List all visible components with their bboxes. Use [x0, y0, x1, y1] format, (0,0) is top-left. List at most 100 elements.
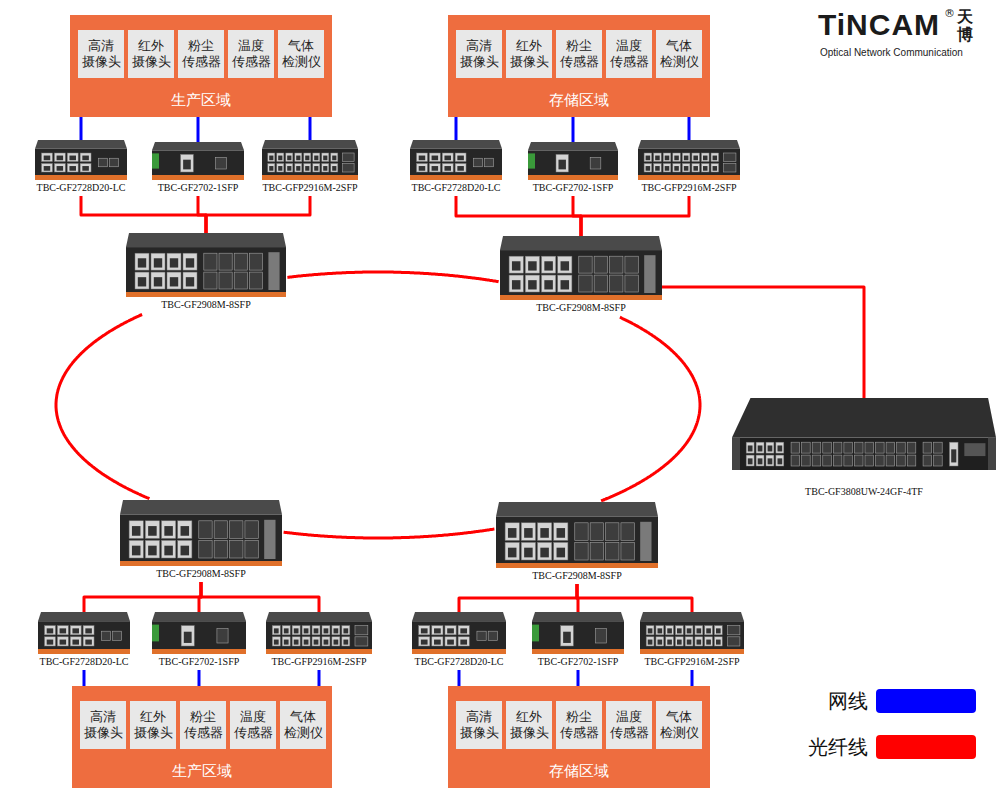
- orange-trim: [126, 292, 286, 297]
- rj45-port: [692, 164, 700, 173]
- rj45-port: [538, 523, 552, 541]
- rj45-socket: [951, 449, 956, 462]
- rj45-socket: [294, 628, 299, 633]
- rj45-socket: [154, 258, 162, 267]
- legend-text: 光纤线: [808, 734, 868, 760]
- sfp-slot: [854, 442, 863, 453]
- region-panel: 存储区域高清 摄像头红外 摄像头粉尘 传感器温度 传感器气体 检测仪: [448, 15, 710, 117]
- rj45-socket: [269, 156, 273, 161]
- device-box: 红外 摄像头: [128, 30, 174, 78]
- rj45-socket: [561, 261, 570, 270]
- rj45-port: [646, 637, 654, 646]
- orange-trim: [638, 175, 740, 180]
- rj45-port: [322, 164, 329, 173]
- ethernet-cable: [80, 117, 83, 140]
- rj45-socket: [758, 445, 763, 451]
- device-label: 温度 传感器: [232, 709, 274, 742]
- fiber-cable: [201, 582, 319, 612]
- rj45-port: [442, 153, 453, 162]
- rj45-port: [145, 521, 159, 539]
- rj45-port: [181, 154, 194, 172]
- model-label: TBC-GF2702-1SFP: [538, 655, 619, 669]
- rj45-port: [558, 256, 572, 273]
- switch-top: [35, 140, 127, 149]
- model-label: TBC-GF2908M-8SFP: [161, 298, 250, 312]
- switch-image: [500, 236, 662, 300]
- rj45-port: [129, 540, 143, 558]
- orange-trim: [152, 649, 246, 654]
- switch-image: [732, 398, 996, 470]
- rj45-port: [67, 153, 78, 162]
- rj45-port: [554, 542, 568, 560]
- rj45-socket: [544, 280, 553, 289]
- rj45-socket: [269, 166, 273, 171]
- rj45-socket: [44, 156, 51, 161]
- sfp-slot: [934, 442, 943, 453]
- rj45-socket: [561, 280, 570, 289]
- rj45-port: [322, 153, 329, 162]
- rj45-socket: [148, 546, 157, 556]
- rj45-socket: [85, 628, 92, 633]
- rj45-port: [178, 521, 192, 539]
- rj45-port: [673, 153, 681, 162]
- rj45-port: [654, 153, 662, 162]
- side-label-plate: [264, 520, 275, 559]
- sfp-slot: [477, 631, 486, 640]
- rj45-socket: [512, 261, 521, 270]
- rj45-port: [70, 637, 81, 646]
- sfp-slot: [245, 540, 258, 558]
- switch-top: [640, 612, 744, 621]
- switch-top: [262, 140, 358, 149]
- switch-top: [120, 500, 282, 515]
- rj45-port: [419, 637, 430, 646]
- rj45-port: [342, 626, 350, 635]
- switch-top: [732, 398, 996, 438]
- rj45-socket: [304, 640, 309, 645]
- orange-trim: [496, 563, 658, 568]
- sfp-slot: [249, 272, 262, 289]
- power-terminal: [152, 625, 159, 642]
- rj45-socket: [667, 640, 672, 645]
- sfp-slot: [485, 158, 494, 167]
- sfp-slot: [907, 442, 916, 453]
- device-box: 气体 检测仪: [278, 30, 324, 78]
- model-label: TBC-GF2908M-8SFP: [536, 301, 625, 315]
- rj45-socket: [343, 628, 348, 633]
- rj45-socket: [274, 640, 279, 645]
- rj45-socket: [60, 640, 67, 645]
- rj45-port: [277, 153, 284, 162]
- rj45-socket: [332, 156, 336, 161]
- ethernet-cable: [455, 117, 458, 140]
- rj45-port: [178, 540, 192, 558]
- rj45-port: [135, 272, 149, 289]
- rj45-socket: [674, 166, 679, 171]
- sfp-slot: [897, 442, 906, 453]
- device-label: 红外 摄像头: [132, 709, 174, 742]
- orange-trim: [266, 649, 372, 654]
- rj45-socket: [343, 640, 348, 645]
- sfp-slot: [230, 540, 243, 558]
- rack-ear: [988, 438, 996, 470]
- rj45-socket: [421, 640, 428, 645]
- sfp-slot: [343, 164, 354, 173]
- sfp-slot: [245, 521, 258, 539]
- model-label: TBC-GF3808UW-24GF-4TF: [805, 485, 923, 499]
- rj45-port: [42, 153, 53, 162]
- sfp-slot: [724, 164, 736, 173]
- sfp-slot: [897, 455, 906, 466]
- rj45-port: [455, 153, 466, 162]
- rj45-port: [272, 626, 280, 635]
- rj45-socket: [768, 458, 773, 464]
- fiber-ring: [601, 317, 700, 501]
- model-label: TBC-GF2702-1SFP: [159, 655, 240, 669]
- rj45-port: [129, 521, 143, 539]
- rj45-port: [331, 153, 338, 162]
- rj45-port: [312, 637, 320, 646]
- rj45-socket: [57, 166, 64, 171]
- rj45-socket: [658, 640, 663, 645]
- rj45-port: [145, 540, 159, 558]
- switch-image: [412, 612, 506, 654]
- switch-front: [500, 250, 662, 300]
- rj45-socket: [687, 640, 692, 645]
- rj45-socket: [170, 277, 178, 286]
